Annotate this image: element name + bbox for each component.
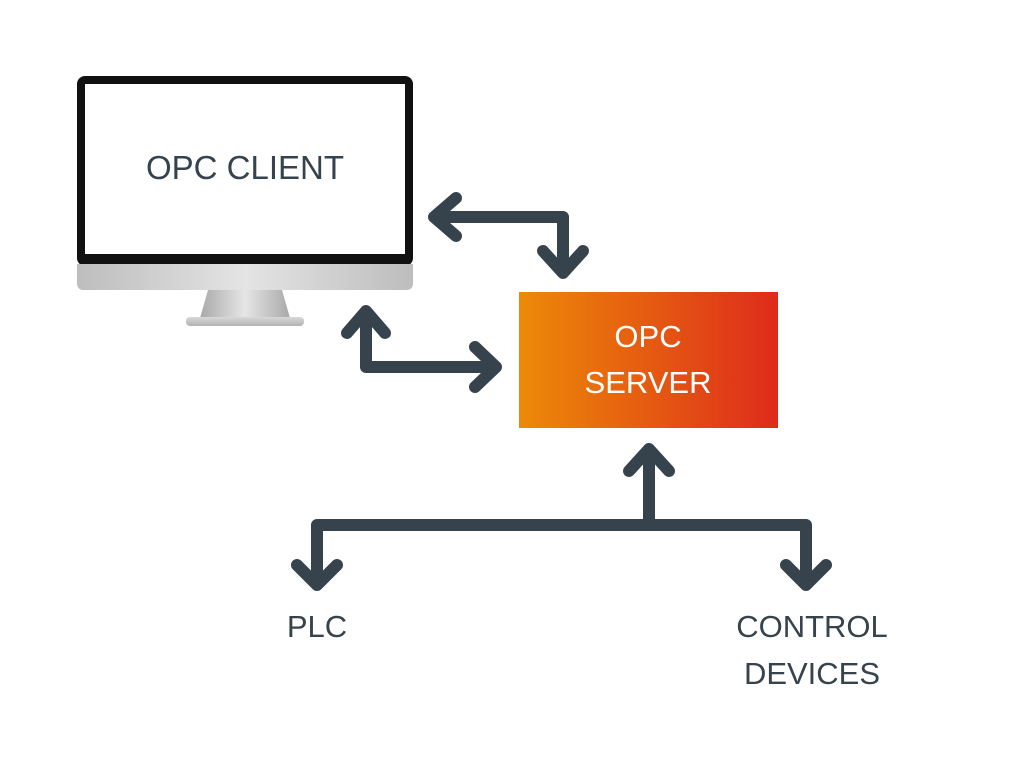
control-devices-label-line2: DEVICES	[744, 656, 880, 691]
server-to-devices-arrow	[291, 443, 832, 591]
arrowhead-down-icon	[780, 559, 832, 591]
server-label-line1: OPC	[614, 319, 681, 354]
monitor-base	[186, 317, 304, 326]
arrowhead-right-icon	[469, 341, 502, 393]
monitor-stand	[200, 290, 290, 318]
device-bus-line	[311, 519, 812, 584]
client-label: OPC CLIENT	[146, 149, 344, 186]
control-devices-label-line1: CONTROL	[736, 609, 888, 644]
arrowhead-up-icon	[341, 305, 391, 339]
monitor-screen	[85, 84, 405, 254]
client-to-server-line	[430, 211, 569, 272]
server-label-line2: SERVER	[585, 365, 712, 400]
plc-label: PLC	[287, 609, 347, 644]
arrowhead-down-icon	[537, 245, 589, 279]
server-to-client-arrow	[341, 305, 502, 393]
monitor-icon	[77, 76, 413, 326]
arrowhead-down-icon	[291, 559, 343, 591]
arrowhead-left-icon	[428, 192, 462, 242]
client-to-server-arrow	[428, 192, 589, 279]
server-to-client-line	[360, 307, 498, 373]
monitor-chin	[77, 264, 413, 290]
server-box	[519, 292, 778, 428]
arrowhead-up-icon	[623, 443, 675, 477]
